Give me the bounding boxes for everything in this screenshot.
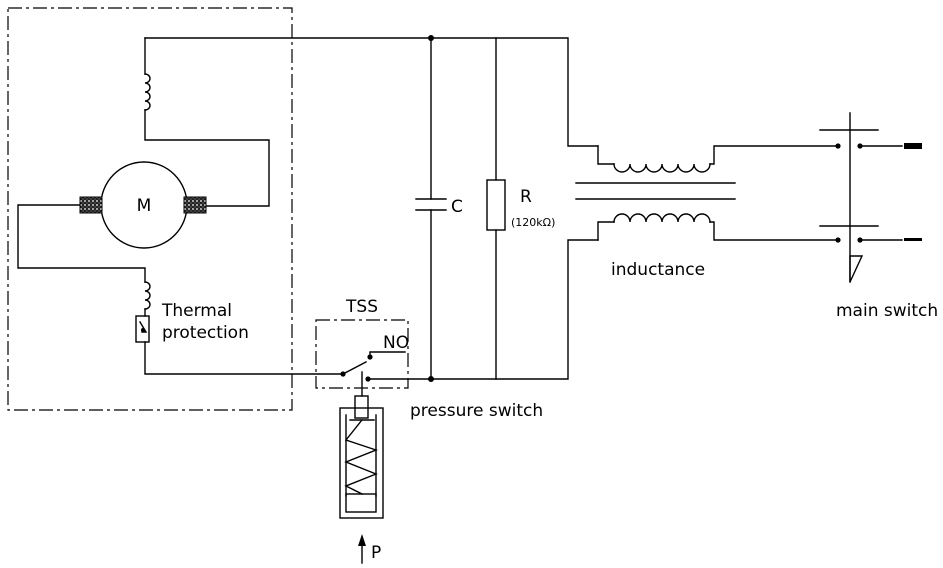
thermal-protection-element — [135, 315, 150, 343]
inductor-coil-top — [613, 163, 711, 173]
resistor-label: R — [520, 187, 532, 207]
thermal-label-line1: Thermal — [161, 301, 232, 321]
motor-label: M — [137, 196, 152, 216]
field-coil-bottom — [144, 281, 151, 310]
wire-to-tss — [144, 341, 343, 375]
inductor-coil-bottom — [613, 213, 711, 223]
thermal-contact — [139, 321, 148, 333]
thermal-label-line2: protection — [162, 323, 249, 343]
pressure-switch-spring — [344, 419, 379, 495]
main-switch-label: main switch — [836, 301, 938, 321]
main-switch-lever — [849, 255, 864, 283]
wire-motor-left-loop — [17, 204, 146, 283]
pressure-switch-diaphragm — [345, 493, 377, 513]
inductance-label: inductance — [611, 260, 705, 280]
tss-switch-arm — [342, 361, 367, 375]
no-label: NO — [383, 333, 409, 353]
tss-label: TSS — [345, 297, 378, 317]
capacitor-label: C — [451, 197, 463, 217]
pressure-switch-plunger — [354, 395, 369, 419]
motor-brush-left — [79, 196, 103, 214]
resistor-value: (120kΩ) — [511, 216, 555, 229]
bottom-bus-wire — [367, 239, 599, 380]
top-bus-wire — [144, 37, 599, 147]
resistor-symbol — [486, 179, 506, 231]
motor-enclosure — [7, 7, 293, 411]
pressure-switch-label: pressure switch — [410, 401, 543, 421]
field-coil-top — [144, 73, 151, 111]
wire-coil-to-motor-right — [144, 109, 270, 207]
pressure-switch-body — [339, 407, 384, 519]
terminal-bottom — [904, 238, 922, 241]
terminal-top — [904, 143, 922, 149]
pressure-label: P — [371, 543, 381, 563]
motor-brush-right — [183, 196, 207, 214]
